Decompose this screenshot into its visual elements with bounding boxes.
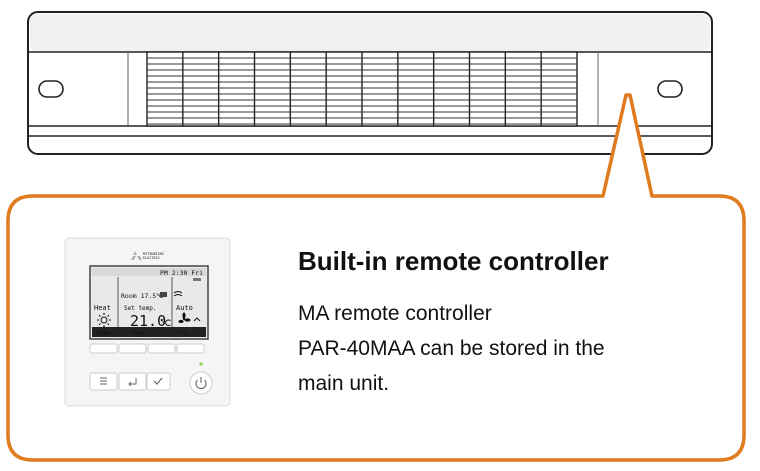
remote-controller: MITSUBISHI ELECTRIC PM 2:30 Fri Room 17.… [64,237,231,407]
vane-icon [193,317,201,322]
sun-heat-icon [97,313,111,327]
description-line-2: PAR-40MAA can be stored in the [298,337,605,360]
lcd-clock: PM 2:30 Fri [160,269,203,277]
check-icon [153,377,163,385]
lcd-mode: Heat [94,304,111,312]
right-screw-cover [657,80,683,98]
return-button[interactable] [118,372,147,391]
lcd-room-temp: Room 17.5℃ [121,292,164,300]
airflow-icon [173,291,183,297]
mitsubishi-logo-icon [131,251,142,260]
lcd-screen [89,265,209,340]
description-line-3: main unit. [298,372,390,395]
brand-line-1: MITSUBISHI [143,252,164,256]
operation-lamp [199,362,203,366]
fan-icon [178,312,191,324]
callout-description: MA remote controller PAR-40MAA can be st… [298,296,718,401]
description-line-1: MA remote controller [298,302,492,325]
function-button-3[interactable] [147,343,176,354]
brand-line-2: ELECTRIC [143,256,160,260]
left-screw-cover [38,80,64,98]
function-button-4[interactable] [176,343,205,354]
menu-icon [100,377,107,385]
function-button-2[interactable] [118,343,147,354]
softkey-label-mode: Mode [96,330,111,337]
lcd-set-temp-value: 21.0 [130,312,166,330]
return-icon [128,378,137,387]
softkey-label-temp: − Temp. + [123,330,157,337]
callout-title: Built-in remote controller [298,246,609,276]
lcd-set-temp-label: Set temp. [124,305,157,312]
indoor-unit [27,11,713,155]
lcd-set-temp-unit: ℃ [161,319,171,329]
function-button-1[interactable] [89,343,118,354]
power-icon [195,377,207,390]
softkey-label-fan: Fan [178,330,189,337]
lcd-fan-setting: Auto [176,304,193,312]
air-grille [146,51,578,127]
